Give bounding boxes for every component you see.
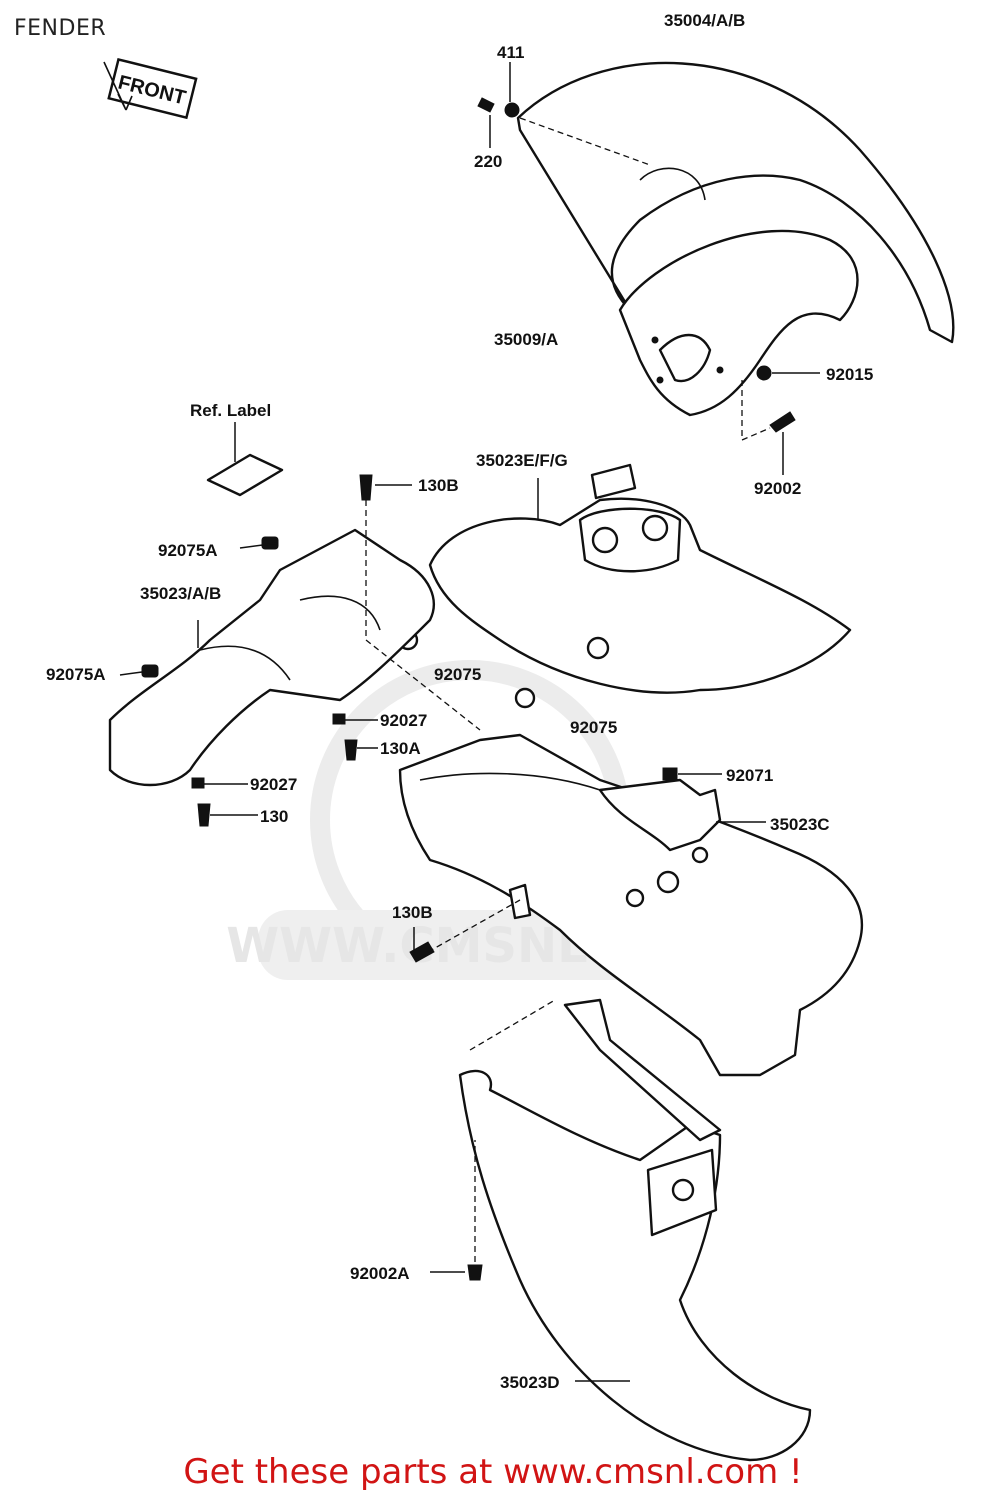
label-92075a-1: 92075A (158, 541, 218, 560)
label-ref-label: Ref. Label (190, 401, 271, 420)
front-fender-bracket (618, 229, 859, 417)
tail-fender-stay (563, 998, 722, 1142)
label-92002: 92002 (754, 479, 801, 498)
clip-92075a-2-icon (141, 664, 159, 678)
part-labels: 35004/A/B 411 220 35009/A 92015 92002 Re… (46, 11, 873, 1392)
rear-tail-fender (458, 1069, 812, 1462)
label-92002a: 92002A (350, 1264, 410, 1283)
label-130b-2: 130B (392, 903, 433, 922)
label-92075-1: 92075 (434, 665, 481, 684)
label-92027-2: 92027 (250, 775, 297, 794)
nut-92027-1-icon (332, 713, 346, 725)
bracket-cutout (658, 333, 712, 383)
front-arrow-icon (103, 61, 133, 111)
nut-92071-icon (662, 767, 678, 781)
label-411: 411 (497, 43, 524, 62)
inner-fender (108, 528, 435, 787)
inner-fender-detail (199, 645, 291, 681)
label-130a: 130A (380, 739, 421, 758)
label-35009: 35009/A (494, 330, 558, 349)
bolt-130b-2-icon (409, 941, 435, 963)
page-title: FENDER (14, 16, 107, 41)
rear-fender-front (428, 497, 852, 694)
label-35023d: 35023D (500, 1373, 560, 1392)
mid-fender-bracket (598, 778, 722, 852)
label-35004: 35004/A/B (664, 11, 745, 30)
nut-411-icon (504, 102, 520, 118)
label-220: 220 (474, 152, 502, 171)
label-92015: 92015 (826, 365, 873, 384)
bolt-130-icon (197, 803, 211, 827)
grommet-92075-2-icon (514, 687, 536, 709)
bolt-92002-icon (769, 411, 796, 433)
label-130b-1: 130B (418, 476, 459, 495)
label-92027-1: 92027 (380, 711, 427, 730)
label-35023c: 35023C (770, 815, 830, 834)
bolt-92002a-icon (467, 1264, 483, 1281)
label-35023ab: 35023/A/B (140, 584, 221, 603)
footer-link-text[interactable]: Get these parts at www.cmsnl.com ! (183, 1452, 803, 1492)
nut-92027-2-icon (191, 777, 205, 789)
bolt-130a-icon (344, 739, 358, 761)
bolt-220-icon (477, 97, 495, 113)
ref-label-plate (206, 453, 284, 497)
front-fender-detail (639, 167, 706, 201)
label-35023efg: 35023E/F/G (476, 451, 568, 470)
label-92075a-2: 92075A (46, 665, 106, 684)
nut-92015-icon (756, 365, 772, 381)
front-fender (516, 61, 955, 344)
label-130: 130 (260, 807, 288, 826)
rear-fender-tab (590, 463, 637, 500)
label-92075-2: 92075 (570, 718, 617, 737)
front-direction-sign: FRONT (107, 57, 198, 120)
bolt-130b-1-icon (359, 474, 373, 501)
label-92071: 92071 (726, 766, 773, 785)
